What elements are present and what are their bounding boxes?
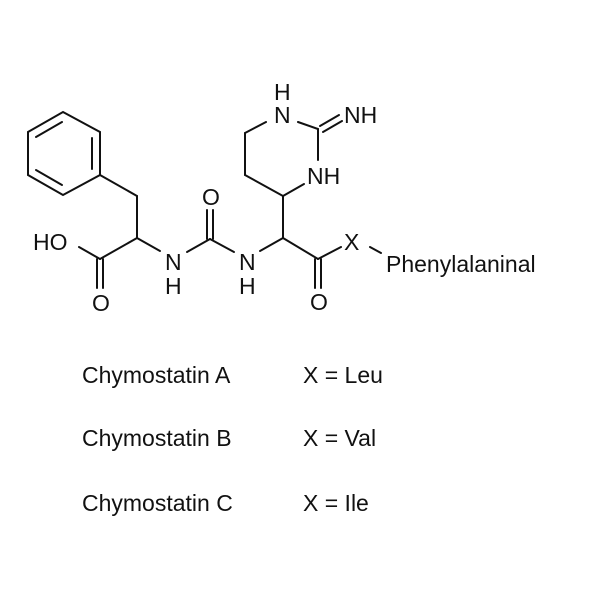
amide-h1-label: H [165,273,182,299]
bonds [78,114,382,289]
amide-h2-label: H [239,273,256,299]
acid-oxygen-label: O [92,290,110,316]
urea-oxygen-label: O [202,184,220,210]
amide-oxygen-label: O [310,289,328,315]
ring-nh-label: NH [307,163,340,189]
hydroxyl-label: HO [33,229,68,255]
variant-row-a: Chymostatin A X = Leu [82,362,383,389]
variant-x-definition: X = Ile [303,490,369,516]
variant-row-c: Chymostatin C X = Ile [82,490,369,517]
benzene-ring [27,110,101,197]
variant-x-definition: X = Val [303,425,377,451]
x-substituent-label: X [344,229,359,255]
amide-n1-label: N [165,249,182,275]
phenylalaninal-label: Phenylalaninal [386,251,536,277]
atom-labels: HO O N H O N H H N NH NH O X Phenylalani… [33,79,536,316]
imine-nh-label: NH [344,102,377,128]
variant-row-b: Chymostatin B X = Val [82,425,376,452]
ring-n-label: N [274,102,291,128]
amide-n2-label: N [239,249,256,275]
variant-name: Chymostatin B [82,425,232,451]
variant-name: Chymostatin C [82,490,233,516]
variant-x-definition: X = Leu [303,362,383,388]
variant-name: Chymostatin A [82,362,231,388]
ring-h-label: H [274,79,291,105]
